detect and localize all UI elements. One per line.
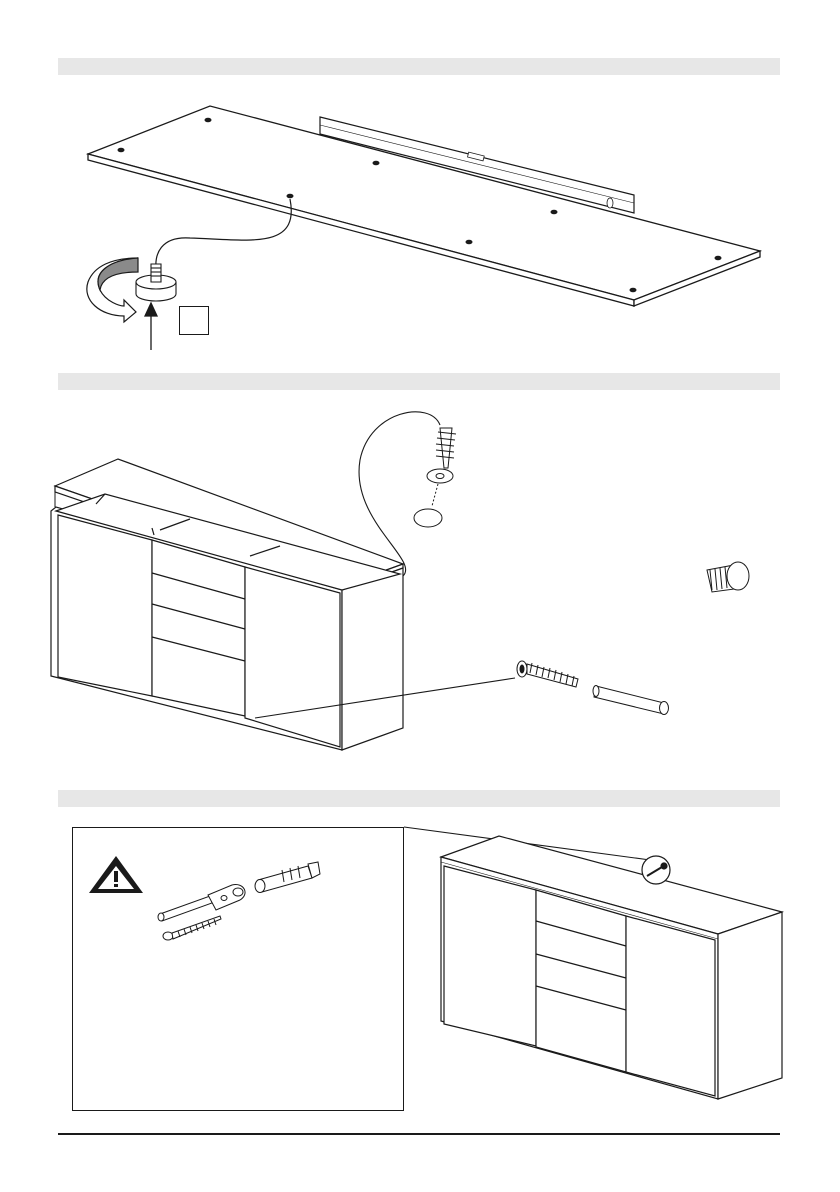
wall-bracket-icon bbox=[158, 885, 245, 921]
footer-rule bbox=[58, 1133, 780, 1135]
wall-fixing-detail-icon bbox=[642, 856, 670, 884]
assembled-sideboard bbox=[441, 836, 782, 1099]
wood-screw-icon bbox=[163, 916, 221, 940]
warning-triangle-icon bbox=[89, 856, 143, 893]
wall-plug-icon bbox=[255, 862, 320, 893]
